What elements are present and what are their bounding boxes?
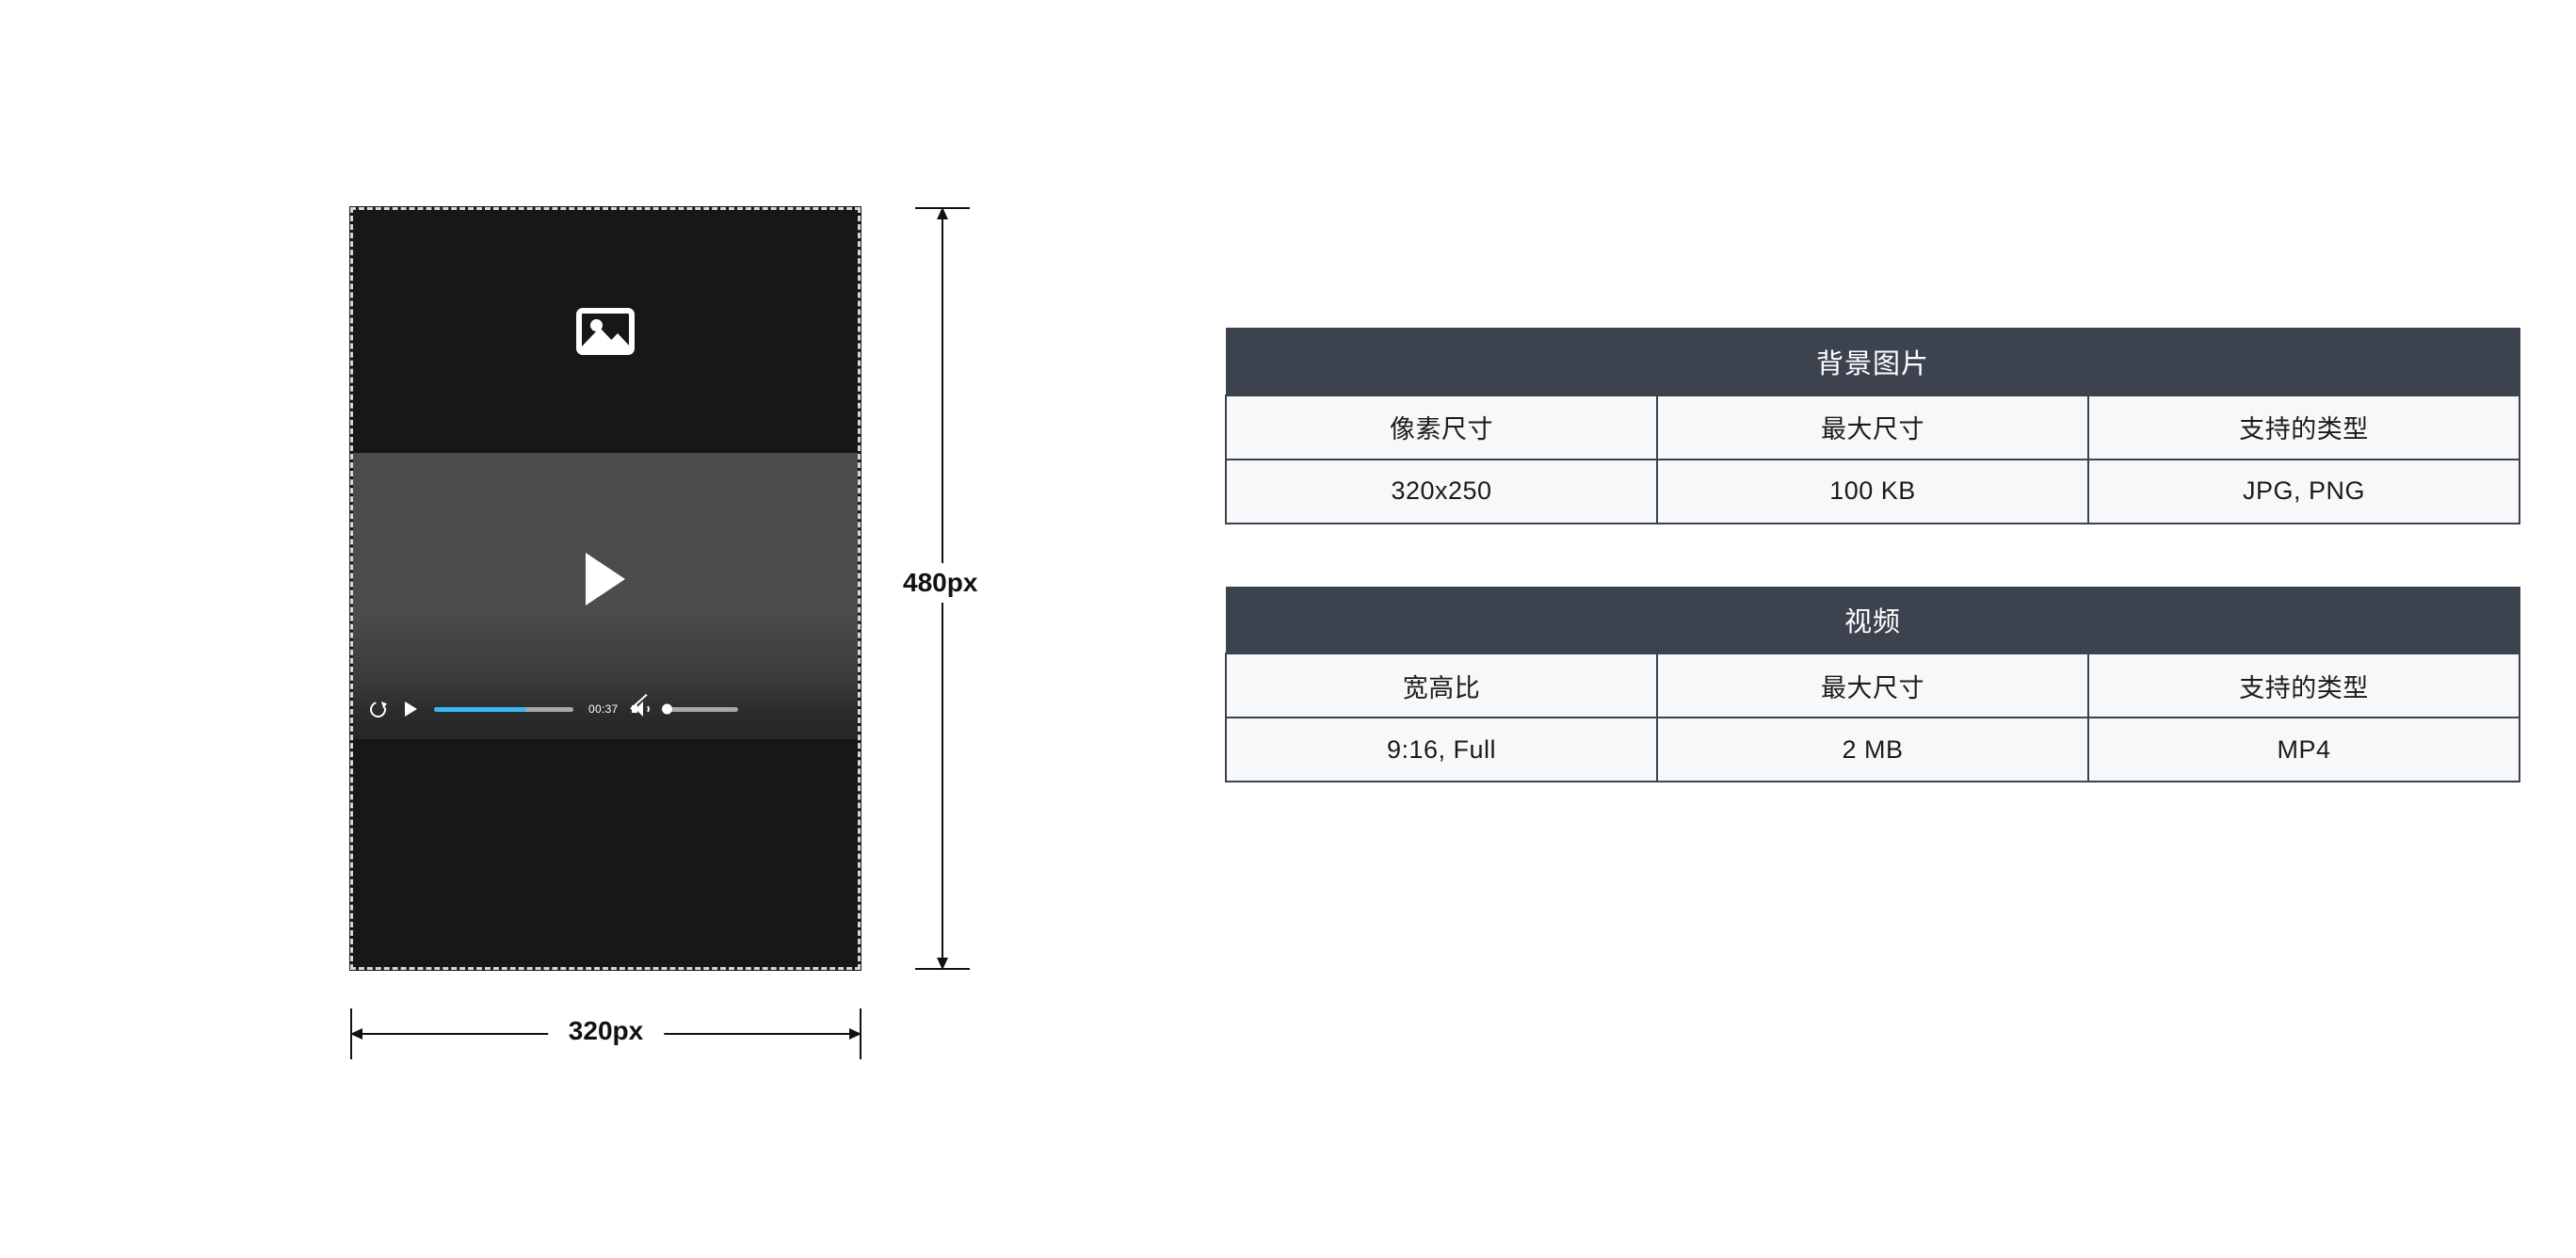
table-cell: 9:16, Full [1225, 717, 1658, 782]
speaker-cone [635, 702, 643, 717]
table-header-row: 宽高比 最大尺寸 支持的类型 [1225, 653, 2520, 718]
table-cell: MP4 [2087, 717, 2520, 782]
progress-slider[interactable] [434, 706, 573, 712]
table-caption: 视频 [1225, 586, 2520, 654]
volume-muted-icon[interactable] [629, 693, 650, 718]
column-header: 最大尺寸 [1656, 653, 2089, 718]
volume-slider[interactable] [661, 703, 738, 715]
background-image-spec-table: 背景图片 像素尺寸 最大尺寸 支持的类型 320x250 100 KB JPG,… [1225, 328, 2520, 524]
table-cell: 100 KB [1656, 458, 2089, 524]
width-dimension-line: 320px [350, 1008, 861, 1059]
video-controls-bar: 00:37 [353, 690, 858, 728]
replay-icon-arrowhead [380, 699, 389, 709]
background-image-area [353, 210, 858, 453]
table-cell: JPG, PNG [2087, 458, 2520, 524]
spec-tables: 背景图片 像素尺寸 最大尺寸 支持的类型 320x250 100 KB JPG,… [1225, 328, 2520, 782]
replay-icon[interactable] [367, 698, 389, 720]
table-row: 9:16, Full 2 MB MP4 [1225, 717, 2520, 782]
time-display: 00:37 [588, 702, 619, 716]
speaker-body [631, 705, 637, 713]
table-caption-row: 视频 [1225, 586, 2520, 654]
table-caption-row: 背景图片 [1225, 328, 2520, 395]
image-icon-mountain-small [603, 333, 629, 349]
play-icon-small[interactable] [405, 702, 417, 717]
height-dimension-arrow-up [937, 207, 948, 219]
video-player[interactable]: 00:37 [353, 453, 858, 739]
table-cell: 2 MB [1656, 717, 2089, 782]
column-header: 最大尺寸 [1656, 394, 2089, 460]
width-dimension-label: 320px [547, 1013, 665, 1049]
creative-mockup: 00:37 [349, 206, 861, 971]
column-header: 宽高比 [1225, 653, 1658, 718]
table-header-row: 像素尺寸 最大尺寸 支持的类型 [1225, 394, 2520, 460]
creative-frame: 00:37 [349, 206, 861, 971]
play-icon[interactable] [586, 552, 625, 605]
column-header: 像素尺寸 [1225, 394, 1658, 460]
image-placeholder-icon [576, 308, 635, 355]
video-spec-table: 视频 宽高比 最大尺寸 支持的类型 9:16, Full 2 MB MP4 [1225, 586, 2520, 782]
progress-fill [434, 706, 526, 712]
column-header: 支持的类型 [2087, 394, 2520, 460]
table-cell: 320x250 [1225, 458, 1658, 524]
table-row: 320x250 100 KB JPG, PNG [1225, 458, 2520, 524]
volume-slider-knob[interactable] [661, 703, 672, 715]
height-dimension-label: 480px [894, 563, 987, 603]
speaker-wave [643, 704, 650, 714]
height-dimension-arrow-down [937, 958, 948, 970]
table-caption: 背景图片 [1225, 328, 2520, 395]
width-dimension-arrow-left [350, 1028, 362, 1040]
column-header: 支持的类型 [2087, 653, 2520, 718]
width-dimension-arrow-right [849, 1028, 861, 1040]
